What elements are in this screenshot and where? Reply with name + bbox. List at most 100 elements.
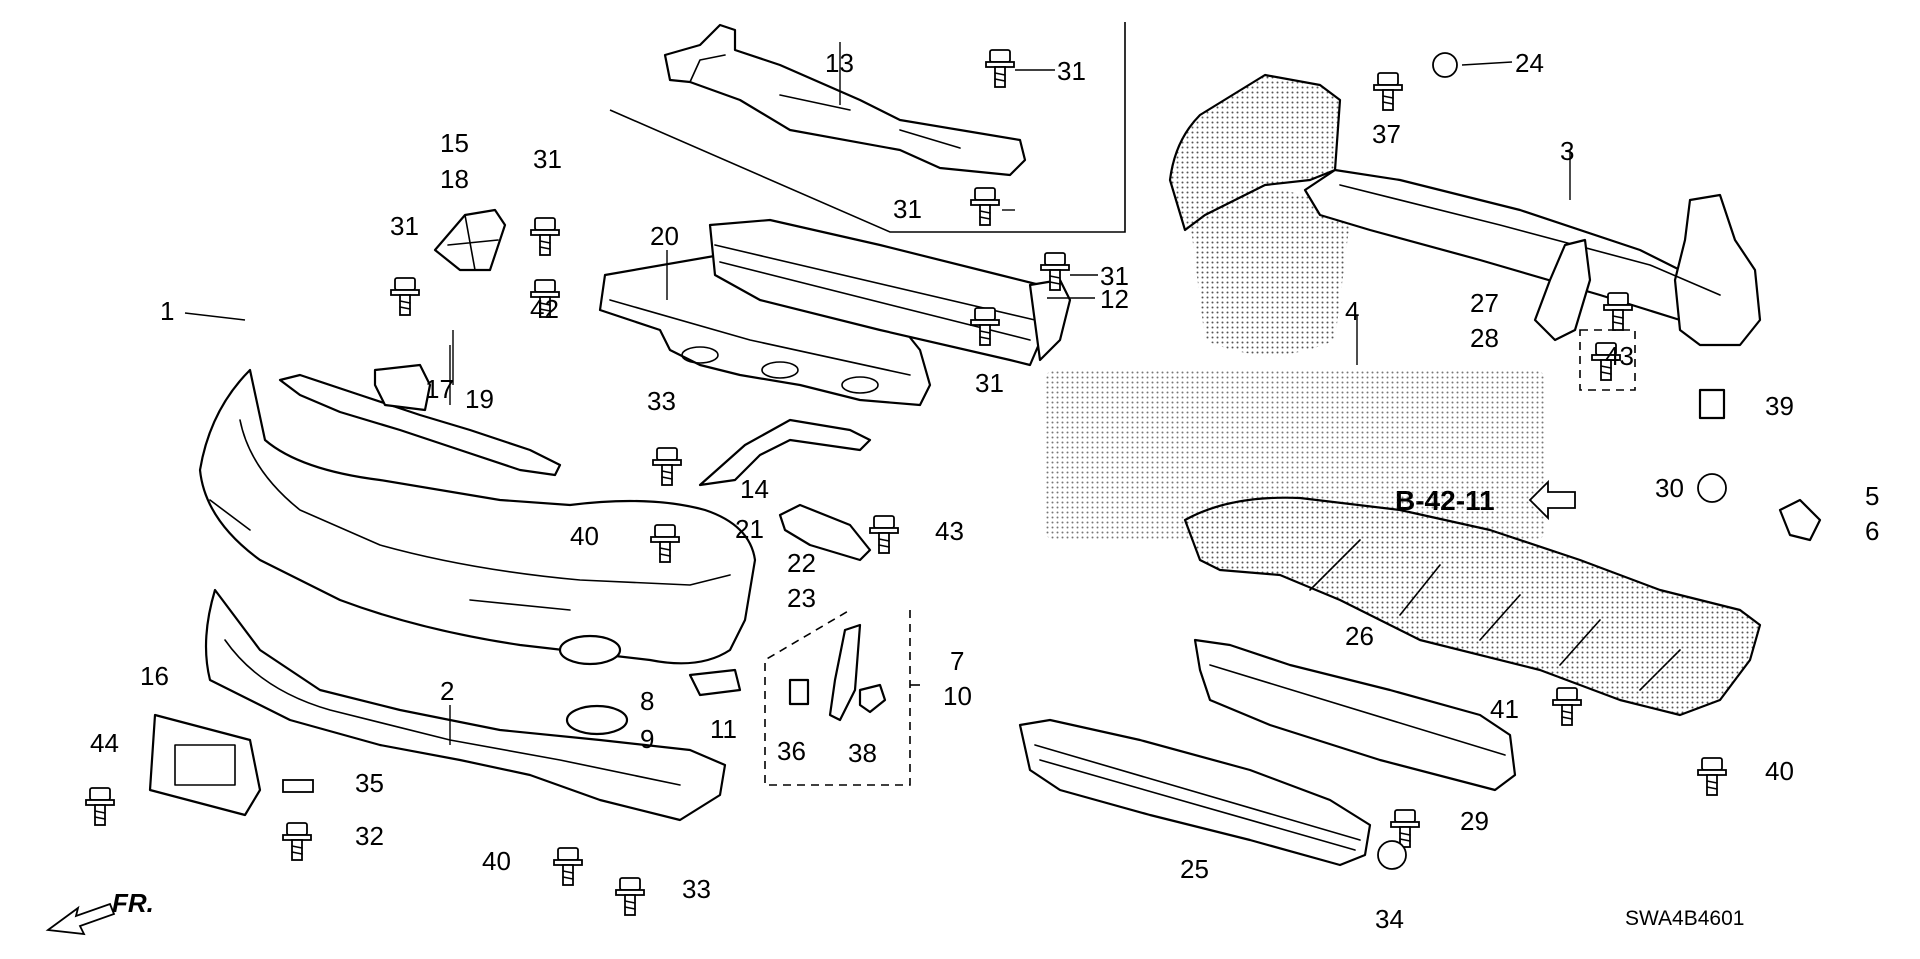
clip-39 bbox=[1698, 388, 1726, 420]
bracket-14 bbox=[698, 418, 872, 487]
callout-31-d: 31 bbox=[1100, 261, 1129, 291]
upper-beam bbox=[278, 373, 562, 477]
reference-callout: B-42-11 bbox=[1395, 479, 1576, 521]
lower-skirt bbox=[204, 588, 727, 822]
bolt-33-b bbox=[615, 877, 645, 916]
callout-19: 19 bbox=[465, 384, 494, 414]
callout-labels: 1 2 3 4 5 6 7 8 9 10 11 12 13 14 15 16 1… bbox=[90, 48, 1879, 934]
leader-lines bbox=[184, 42, 1571, 745]
callout-9: 9 bbox=[640, 724, 654, 754]
frame-upper-center bbox=[609, 22, 1126, 233]
reflector bbox=[828, 623, 862, 722]
callout-12: 12 bbox=[1100, 284, 1129, 314]
callout-43-a: 43 bbox=[935, 516, 964, 546]
bolt-33-a bbox=[652, 447, 682, 486]
callout-33-b: 33 bbox=[682, 874, 711, 904]
callout-7: 7 bbox=[950, 646, 964, 676]
bracket-27 bbox=[1533, 238, 1592, 342]
bolt-31-a bbox=[985, 49, 1015, 88]
bolt-43-b bbox=[1603, 292, 1633, 331]
callout-38: 38 bbox=[848, 738, 877, 768]
plate-bracket bbox=[148, 713, 262, 817]
upper-bracket bbox=[663, 23, 1027, 177]
callout-31-a: 31 bbox=[1057, 56, 1086, 86]
callout-24: 24 bbox=[1515, 48, 1544, 78]
callout-23: 23 bbox=[787, 583, 816, 613]
callout-30: 30 bbox=[1655, 473, 1684, 503]
cap-24 bbox=[1432, 52, 1458, 78]
front-bumper bbox=[198, 368, 757, 666]
rear-bumper bbox=[1168, 73, 1762, 347]
callout-21: 21 bbox=[735, 514, 764, 544]
bracket-22 bbox=[778, 503, 872, 562]
callout-3: 3 bbox=[1560, 136, 1574, 166]
side-bracket bbox=[433, 208, 507, 272]
callout-4: 4 bbox=[1345, 296, 1359, 326]
callout-36: 36 bbox=[777, 736, 806, 766]
callout-40-b: 40 bbox=[482, 846, 511, 876]
callout-40-a: 40 bbox=[570, 521, 599, 551]
watermark-logo bbox=[1045, 190, 1545, 540]
reference-arrow-icon bbox=[1528, 479, 1576, 521]
bolt-43-a bbox=[869, 515, 899, 554]
front-arrow-icon bbox=[45, 902, 116, 936]
callout-27: 27 bbox=[1470, 288, 1499, 318]
callout-1: 1 bbox=[160, 296, 174, 326]
drawing-code: SWA4B4601 bbox=[1625, 907, 1744, 930]
callout-31-e: 31 bbox=[893, 194, 922, 224]
bolt-31-b bbox=[970, 187, 1000, 226]
callout-43-b: 43 bbox=[1605, 341, 1634, 371]
bolt-37 bbox=[1373, 72, 1403, 111]
bolt-41 bbox=[1552, 687, 1582, 726]
callout-6: 6 bbox=[1865, 516, 1879, 546]
callout-14: 14 bbox=[740, 474, 769, 504]
callout-41: 41 bbox=[1490, 694, 1519, 724]
bracket-11 bbox=[688, 668, 742, 697]
callout-18: 18 bbox=[440, 164, 469, 194]
clip-38 bbox=[858, 683, 887, 714]
callout-34: 34 bbox=[1375, 904, 1404, 934]
callout-33-a: 33 bbox=[647, 386, 676, 416]
callout-31-c: 31 bbox=[390, 211, 419, 241]
bolt-32 bbox=[282, 822, 312, 861]
callout-40-c: 40 bbox=[1765, 756, 1794, 786]
callout-20: 20 bbox=[650, 221, 679, 251]
callout-35: 35 bbox=[355, 768, 384, 798]
clip-30 bbox=[1697, 473, 1727, 503]
nut-34 bbox=[1377, 840, 1407, 870]
clip-19 bbox=[373, 363, 432, 412]
clip-5 bbox=[1778, 498, 1822, 542]
callout-16: 16 bbox=[140, 661, 169, 691]
rear-diffuser bbox=[1183, 496, 1762, 717]
bolt-44 bbox=[85, 787, 115, 826]
clip-36 bbox=[788, 678, 810, 706]
rear-absorber-26 bbox=[1193, 638, 1517, 792]
bolt-40-c bbox=[1697, 757, 1727, 796]
callout-11: 11 bbox=[710, 714, 737, 744]
front-label: FR. bbox=[112, 888, 154, 918]
callout-42: 42 bbox=[530, 294, 559, 324]
callout-10: 10 bbox=[943, 681, 972, 711]
bolt-40-b bbox=[553, 847, 583, 886]
callout-25: 25 bbox=[1180, 854, 1209, 884]
callout-26: 26 bbox=[1345, 621, 1374, 651]
callout-15: 15 bbox=[440, 128, 469, 158]
reference-label: B-42-11 bbox=[1395, 485, 1495, 516]
callout-32: 32 bbox=[355, 821, 384, 851]
callout-44: 44 bbox=[90, 728, 119, 758]
bolt-31-c bbox=[530, 217, 560, 256]
bolt-31-d bbox=[390, 277, 420, 316]
callout-5: 5 bbox=[1865, 481, 1879, 511]
front-direction-indicator: FR. bbox=[45, 888, 154, 936]
callout-29: 29 bbox=[1460, 806, 1489, 836]
callout-37: 37 bbox=[1372, 119, 1401, 149]
callout-22: 22 bbox=[787, 548, 816, 578]
rear-beam-25 bbox=[1018, 718, 1372, 867]
callout-39: 39 bbox=[1765, 391, 1794, 421]
callout-2: 2 bbox=[440, 676, 454, 706]
callout-31-f: 31 bbox=[975, 368, 1004, 398]
clip-35 bbox=[282, 779, 314, 793]
frame-lamp-group bbox=[764, 609, 911, 786]
callout-8: 8 bbox=[640, 686, 654, 716]
